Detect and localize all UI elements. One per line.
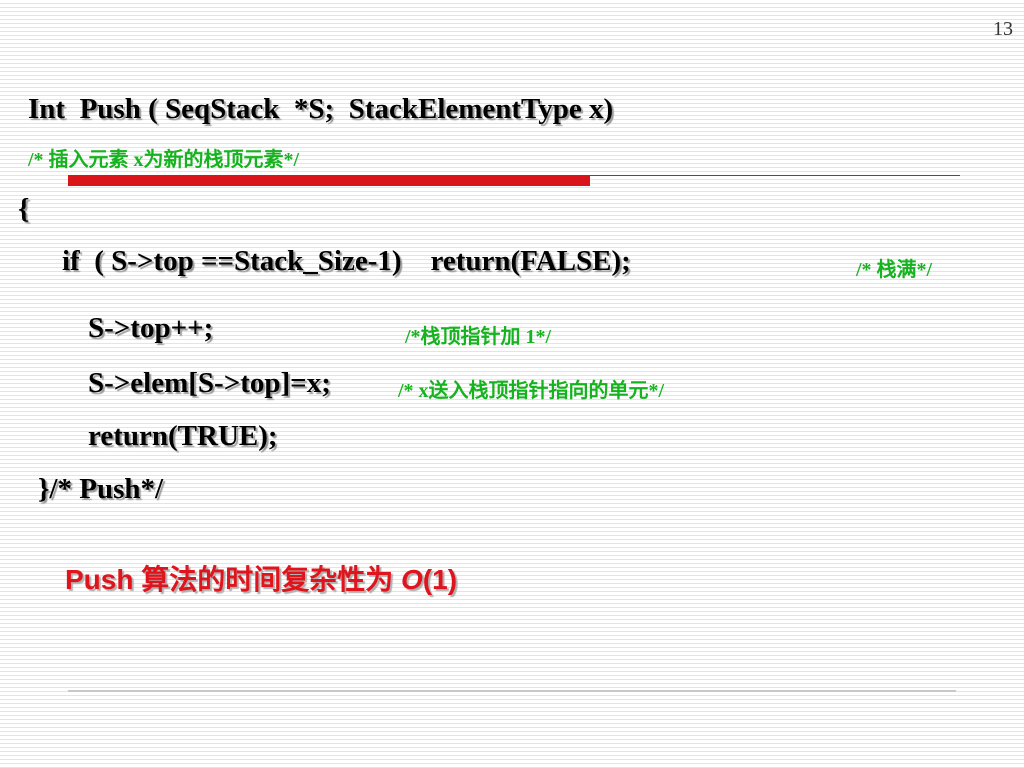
- accent-red-bar: [68, 175, 590, 186]
- if-statement: if ( S->top ==Stack_Size-1) return(FALSE…: [62, 245, 631, 277]
- function-signature: Int Push ( SeqStack *S; StackElementType…: [28, 93, 614, 125]
- big-o-symbol: O: [401, 564, 423, 595]
- if-comment: /* 栈满*/: [856, 259, 933, 281]
- increment-statement: S->top++;: [88, 312, 214, 344]
- complexity-statement: Push 算法的时间复杂性为 O(1): [65, 558, 457, 598]
- signature-comment: /* 插入元素 x为新的栈顶元素*/: [28, 149, 300, 171]
- close-brace-comment: }/* Push*/: [38, 473, 164, 505]
- bottom-divider: [68, 690, 956, 692]
- open-brace: {: [18, 193, 30, 225]
- complexity-prefix: Push 算法的时间复杂性为: [65, 564, 402, 595]
- complexity-suffix: (1): [422, 564, 458, 595]
- accent-thin-rule: [590, 175, 960, 176]
- return-statement: return(TRUE);: [88, 420, 278, 452]
- assign-statement: S->elem[S->top]=x;: [88, 367, 331, 399]
- assign-comment: /* x送入栈顶指针指向的单元*/: [398, 380, 665, 402]
- page-number: 13: [993, 18, 1013, 40]
- increment-comment: /*栈顶指针加 1*/: [405, 326, 552, 348]
